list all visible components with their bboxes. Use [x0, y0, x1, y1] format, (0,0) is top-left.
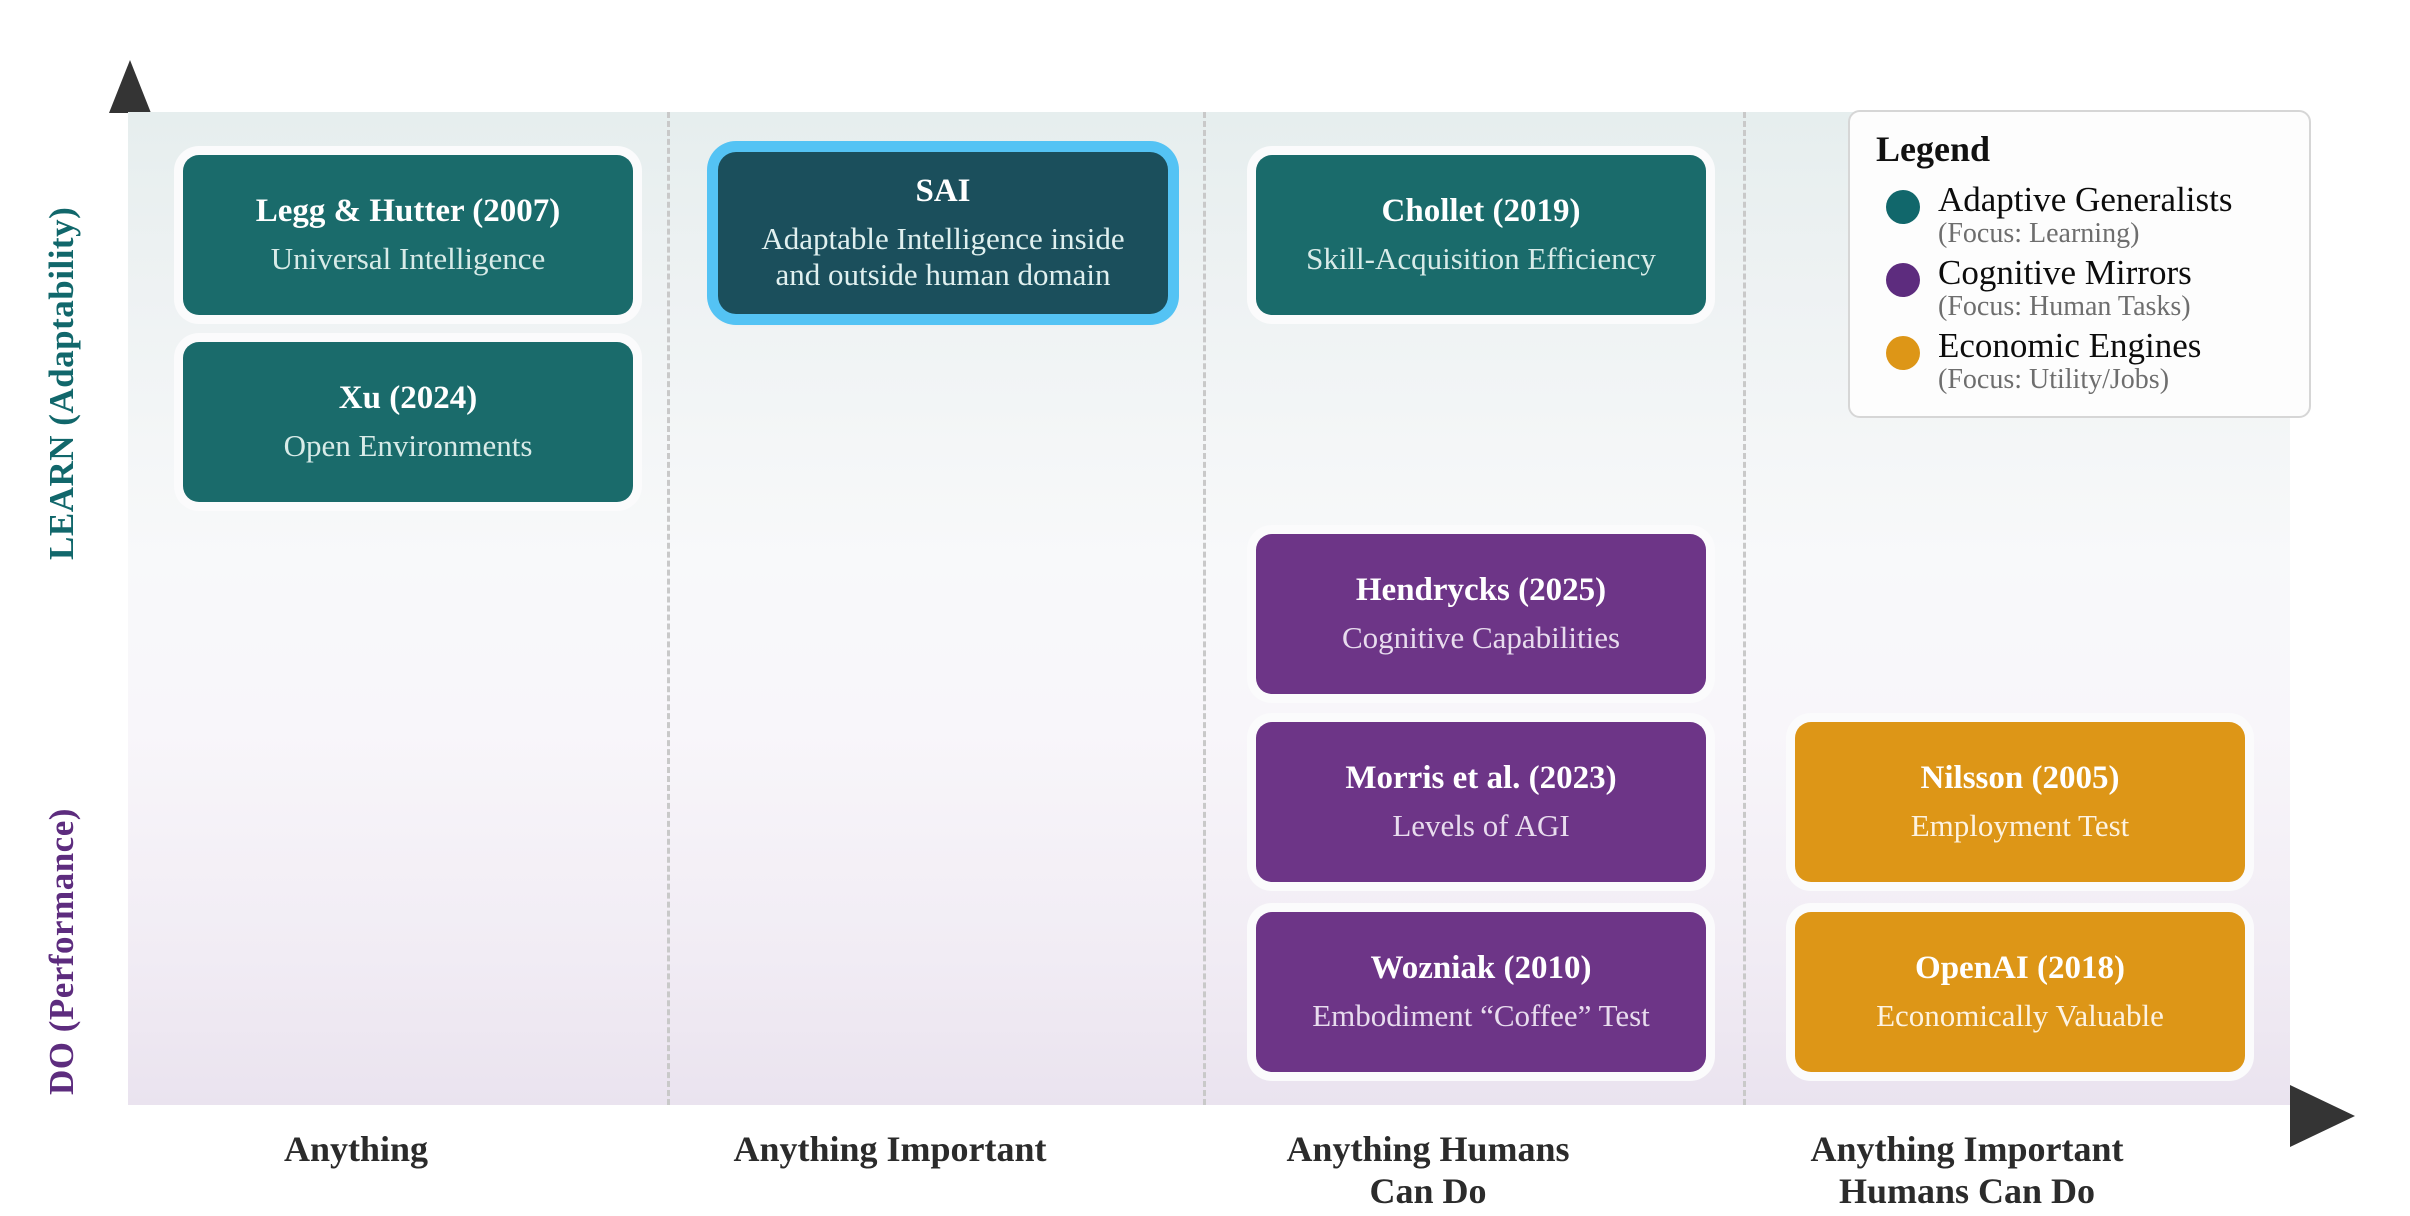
- x-axis-label-anything-important: Anything Important: [660, 1128, 1120, 1170]
- card-hendrycks-2025[interactable]: Hendrycks (2025) Cognitive Capabilities: [1256, 534, 1706, 694]
- x-axis-arrow-icon: [2290, 1085, 2355, 1147]
- legend-color-dot-purple: [1886, 262, 1920, 297]
- card-title: Chollet (2019): [1381, 193, 1581, 230]
- card-title: Legg & Hutter (2007): [255, 193, 561, 230]
- x-axis-label-text-line2: Humans Can Do: [1838, 1171, 2096, 1212]
- card-chollet-2019[interactable]: Chollet (2019) Skill-Acquisition Efficie…: [1256, 155, 1706, 315]
- legend-item-focus: (Focus: Learning): [1938, 218, 2140, 250]
- card-subtitle-line1: Adaptable Intelligence inside: [761, 221, 1125, 257]
- card-title: Wozniak (2010): [1370, 950, 1592, 987]
- x-axis-label-text: Anything Important: [733, 1129, 1047, 1169]
- y-axis-arrow-icon: [109, 60, 151, 113]
- legend-item-name: Economic Engines: [1938, 325, 2202, 365]
- card-subtitle: Universal Intelligence: [270, 241, 546, 277]
- card-wozniak-2010[interactable]: Wozniak (2010) Embodiment “Coffee” Test: [1256, 912, 1706, 1072]
- x-axis-label-text: Anything: [283, 1129, 429, 1169]
- card-subtitle: Cognitive Capabilities: [1341, 620, 1621, 656]
- legend-color-dot-teal: [1886, 190, 1920, 224]
- legend-title: Legend: [1876, 129, 1991, 169]
- legend-item-focus: (Focus: Human Tasks): [1938, 290, 2191, 322]
- card-subtitle-line2: and outside human domain: [775, 257, 1111, 293]
- gridline-1: [667, 112, 670, 1105]
- card-title: Xu (2024): [338, 380, 478, 417]
- card-legg-hutter-2007[interactable]: Legg & Hutter (2007) Universal Intellige…: [183, 155, 633, 315]
- card-sai[interactable]: SAI Adaptable Intelligence inside and ou…: [718, 152, 1168, 314]
- legend-panel: Legend Adaptive Generalists (Focus: Lear…: [1848, 110, 2311, 419]
- card-subtitle: Embodiment “Coffee” Test: [1312, 998, 1650, 1034]
- card-morris-2023[interactable]: Morris et al. (2023) Levels of AGI: [1256, 722, 1706, 882]
- card-openai-2018[interactable]: OpenAI (2018) Economically Valuable: [1795, 912, 2245, 1072]
- card-subtitle: Skill-Acquisition Efficiency: [1306, 241, 1656, 277]
- card-title: OpenAI (2018): [1915, 950, 2125, 987]
- y-axis-label-do: DO (Performance): [42, 808, 81, 1095]
- x-axis-label-text-line1: Anything Important: [1810, 1129, 2124, 1169]
- legend-item-focus: (Focus: Utility/Jobs): [1938, 363, 2170, 395]
- x-axis-label-text-line1: Anything Humans: [1286, 1129, 1570, 1169]
- x-axis-label-anything-humans-can-do: Anything Humans Can Do: [1198, 1128, 1658, 1213]
- legend-item-economic-engines[interactable]: Economic Engines (Focus: Utility/Jobs): [1886, 326, 2289, 397]
- legend-item-adaptive-generalists[interactable]: Adaptive Generalists (Focus: Learning): [1886, 180, 2289, 251]
- legend-item-cognitive-mirrors[interactable]: Cognitive Mirrors (Focus: Human Tasks): [1886, 253, 2289, 324]
- card-subtitle: Economically Valuable: [1876, 998, 2164, 1034]
- card-title: Morris et al. (2023): [1345, 760, 1617, 797]
- card-nilsson-2005[interactable]: Nilsson (2005) Employment Test: [1795, 722, 2245, 882]
- card-title: Nilsson (2005): [1920, 760, 2120, 797]
- legend-item-name: Adaptive Generalists: [1938, 180, 2233, 219]
- gridline-2: [1203, 112, 1206, 1105]
- card-subtitle: Adaptable Intelligence inside and outsid…: [761, 221, 1124, 294]
- card-subtitle: Employment Test: [1910, 808, 2130, 844]
- card-xu-2024[interactable]: Xu (2024) Open Environments: [183, 342, 633, 502]
- card-title: Hendrycks (2025): [1355, 572, 1607, 609]
- gridline-3: [1743, 112, 1746, 1105]
- card-subtitle: Levels of AGI: [1392, 808, 1570, 844]
- x-axis-label-anything: Anything: [126, 1128, 586, 1170]
- x-axis-label-anything-important-humans-can-do: Anything Important Humans Can Do: [1737, 1128, 2197, 1213]
- x-axis-label-text-line2: Can Do: [1369, 1171, 1487, 1212]
- card-subtitle: Open Environments: [283, 428, 533, 464]
- legend-item-name: Cognitive Mirrors: [1938, 252, 2192, 292]
- legend-color-dot-orange: [1886, 335, 1920, 370]
- y-axis-label-learn: LEARN (Adaptability): [42, 206, 81, 560]
- card-title: SAI: [915, 173, 971, 210]
